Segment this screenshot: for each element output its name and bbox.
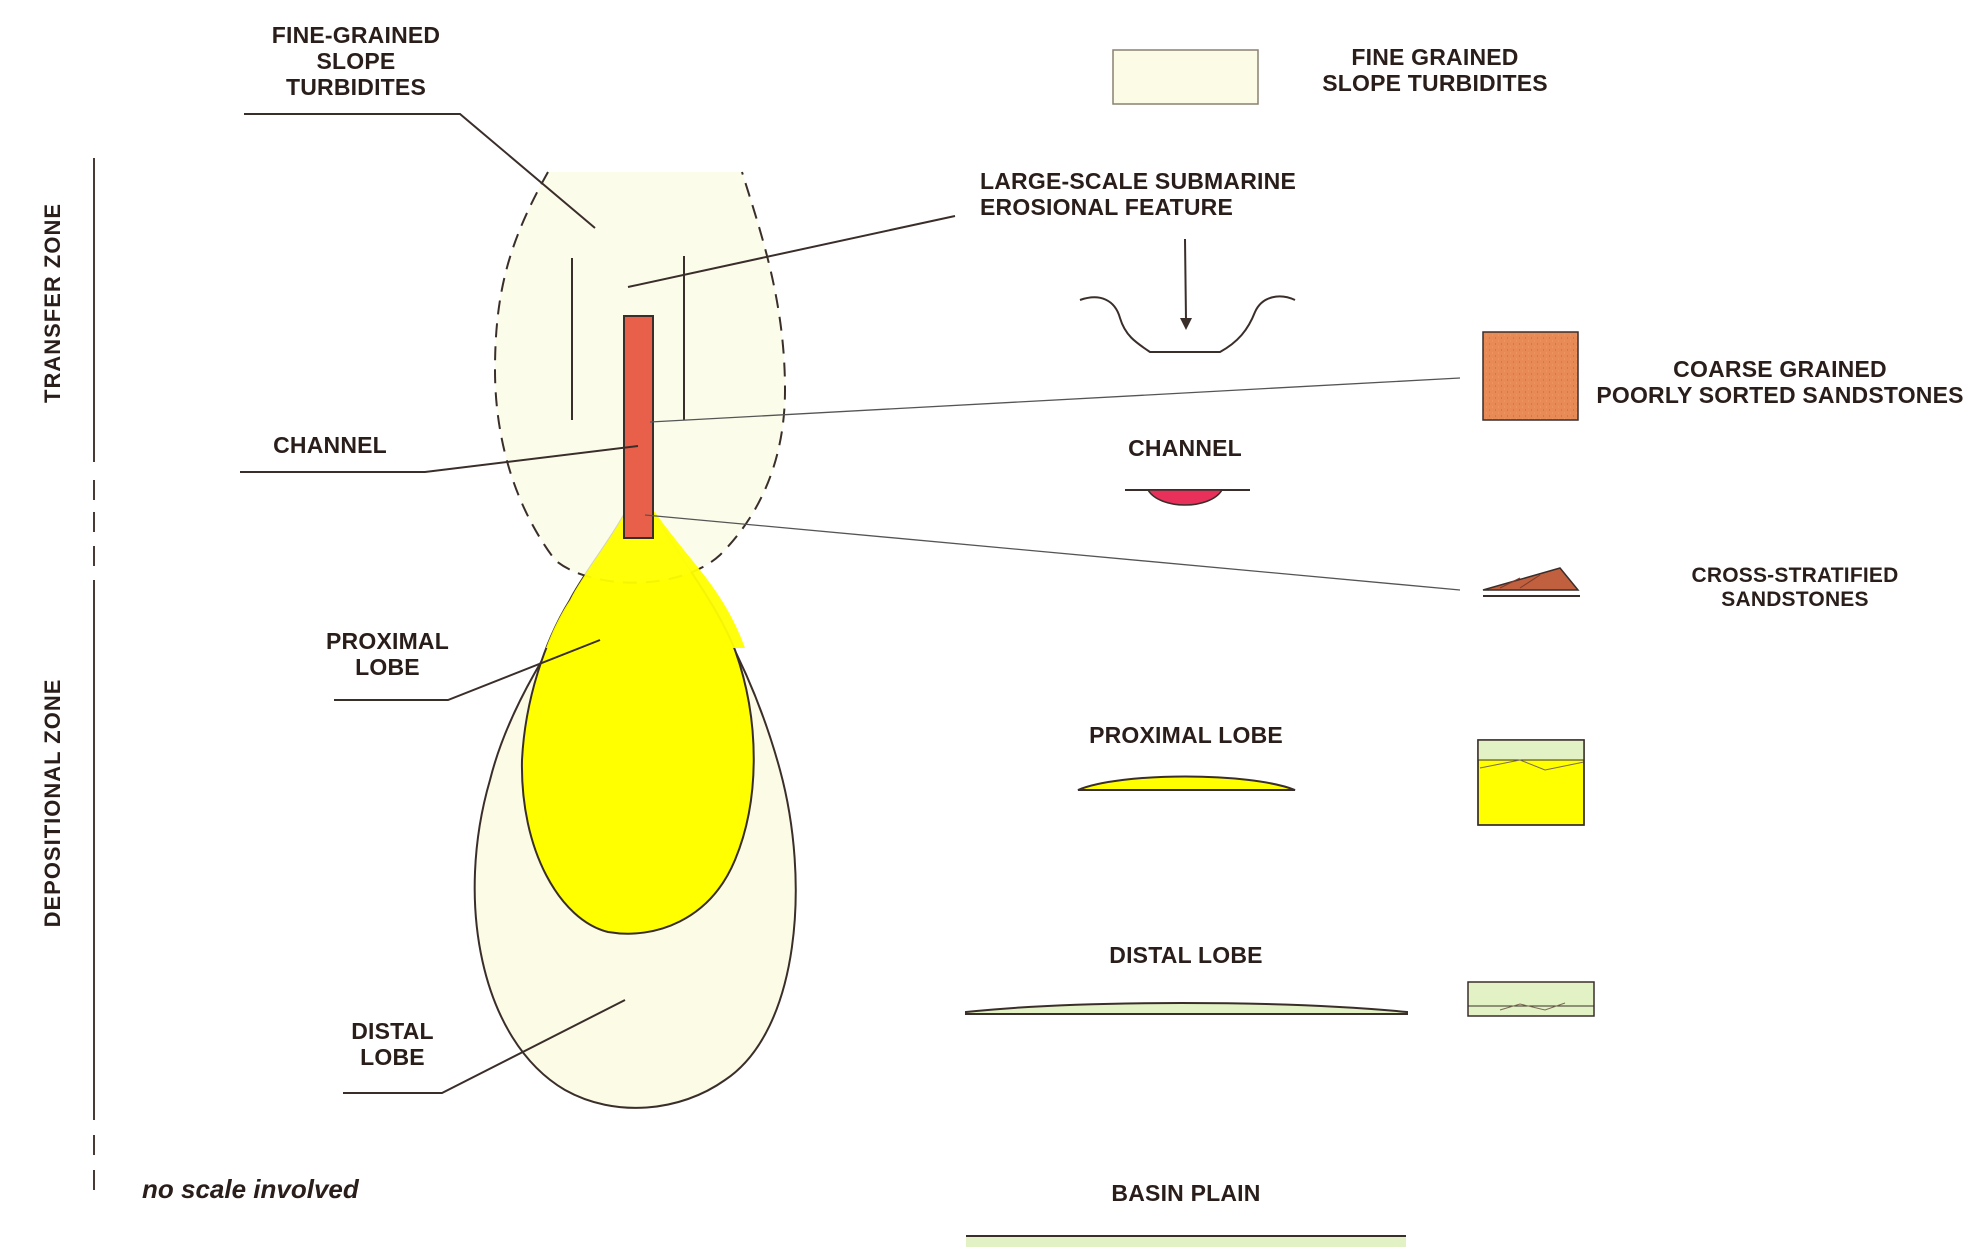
label-channel-map: CHANNEL <box>240 432 420 458</box>
legend-coarse-label: COARSE GRAINED POORLY SORTED SANDSTONES <box>1590 356 1970 408</box>
legend-proximal-lobe-icon <box>1078 777 1295 791</box>
legend-cross-stratified-label: CROSS-STRATIFIED SANDSTONES <box>1640 564 1950 612</box>
label-fine-grained-slope-turbidites: FINE-GRAINED SLOPE TURBIDITES <box>240 22 472 100</box>
label-proximal-lobe-map: PROXIMAL LOBE <box>300 628 475 680</box>
legend-distal-lobe-icon <box>966 1003 1407 1014</box>
channel-bar <box>624 316 653 538</box>
legend-fine-grained-label: FINE GRAINED SLOPE TURBIDITES <box>1290 44 1580 96</box>
legend-proximal-section <box>1478 740 1584 825</box>
legend-channel-label: CHANNEL <box>1100 435 1270 461</box>
legend-proximal-lobe-label: PROXIMAL LOBE <box>1060 722 1312 748</box>
legend-distal-lobe-label: DISTAL LOBE <box>1090 942 1282 968</box>
transfer-zone-label: TRANSFER ZONE <box>40 223 66 403</box>
legend-basin-plain-label: BASIN PLAIN <box>1090 1180 1282 1206</box>
depositional-zone-label: DEPOSITIONAL ZONE <box>40 667 66 939</box>
legend-channel-icon <box>1125 490 1250 505</box>
legend-erosional-label: LARGE-SCALE SUBMARINE EROSIONAL FEATURE <box>980 168 1360 220</box>
legend-fine-grained-swatch <box>1113 50 1258 104</box>
legend-distal-section <box>1468 982 1594 1016</box>
arrow-head-icon <box>1180 318 1192 330</box>
label-distal-lobe-map: DISTAL LOBE <box>320 1018 465 1070</box>
legend-cross-stratified-icon <box>1483 568 1580 596</box>
no-scale-note: no scale involved <box>142 1174 359 1205</box>
legend-coarse-swatch <box>1483 332 1578 420</box>
legend-basin-plain-icon <box>966 1236 1406 1247</box>
